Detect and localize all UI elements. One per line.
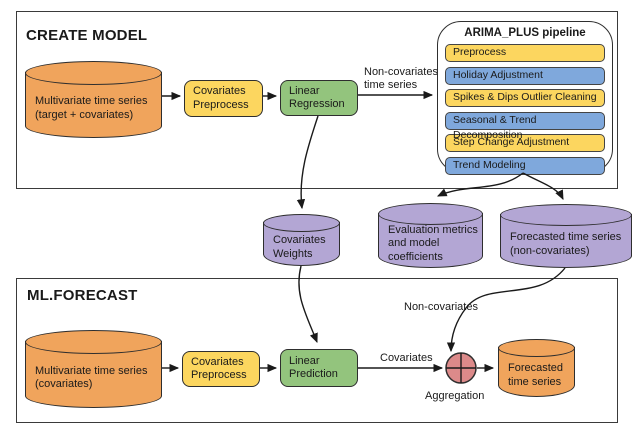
ml-covariates-preprocess-box: Covariates Preprocess: [182, 351, 260, 387]
cm-covariates-preprocess-label: Covariates Preprocess: [193, 85, 249, 111]
cylinder-top-ellipse: [25, 330, 162, 354]
forecasted-time-series-cylinder: Forecasted time series: [498, 339, 575, 397]
multivariate-covariates-cylinder: Multivariate time series (covariates): [25, 330, 162, 408]
arima-plus-pipeline-title: ARIMA_PLUS pipeline: [464, 27, 586, 39]
linear-regression-label: Linear Regression: [289, 84, 345, 111]
pipeline-step: Step Change Adjustment: [445, 134, 605, 153]
ml-forecast-title: ML.FORECAST: [27, 287, 138, 304]
cylinder-top-ellipse: [498, 339, 575, 357]
linear-prediction-box: Linear Prediction: [280, 349, 358, 387]
forecast-noncovariates-cylinder: Forecasted time series (non-covariates): [500, 204, 632, 268]
evaluation-metrics-cylinder: Evaluation metrics and model coefficient…: [378, 203, 483, 268]
pipeline-step: Seasonal & Trend Decomposition: [445, 111, 605, 141]
cylinder-top-ellipse: [263, 214, 340, 232]
cylinder-top-ellipse: [500, 204, 632, 226]
pipeline-steps: Preprocess Holiday Adjustment Spikes & D…: [445, 44, 605, 175]
covariates-arrow-label: Covariates: [380, 352, 433, 364]
pipeline-step: Trend Modeling: [445, 156, 605, 175]
ml-covariates-preprocess-label: Covariates Preprocess: [191, 355, 247, 382]
aggregation-label: Aggregation: [425, 390, 485, 402]
create-model-title: CREATE MODEL: [26, 27, 148, 44]
multivariate-target-covariates-cylinder: Multivariate time series (target + covar…: [25, 61, 162, 138]
noncovariates-time-series-arrow-label: Non-covariates time series: [364, 66, 438, 91]
forecasted-time-series-label: Forecasted time series: [508, 362, 564, 388]
linear-prediction-label: Linear Prediction: [289, 354, 338, 381]
covariates-weights-cylinder: Covariates Weights: [263, 214, 340, 266]
cylinder-top-ellipse: [378, 203, 483, 225]
cm-covariates-preprocess-box: Covariates Preprocess: [184, 80, 263, 117]
pipeline-step: Spikes & Dips Outlier Cleaning: [445, 89, 605, 108]
multivariate-covariates-label: Multivariate time series (covariates): [35, 364, 148, 391]
pipeline-step: Preprocess: [445, 44, 605, 62]
linear-regression-box: Linear Regression: [280, 80, 358, 116]
multivariate-target-covariates-label: Multivariate time series (target + covar…: [35, 95, 148, 121]
arima-plus-pipeline-box: ARIMA_PLUS pipeline Preprocess Holiday A…: [437, 21, 613, 175]
cylinder-top-ellipse: [25, 61, 162, 85]
forecast-noncovariates-label: Forecasted time series (non-covariates): [510, 231, 622, 257]
covariates-weights-label: Covariates Weights: [273, 234, 326, 260]
evaluation-metrics-label: Evaluation metrics and model coefficient…: [388, 223, 478, 263]
noncovariates-arrow-label: Non-covariates: [404, 301, 478, 313]
pipeline-step: Holiday Adjustment: [445, 66, 605, 85]
